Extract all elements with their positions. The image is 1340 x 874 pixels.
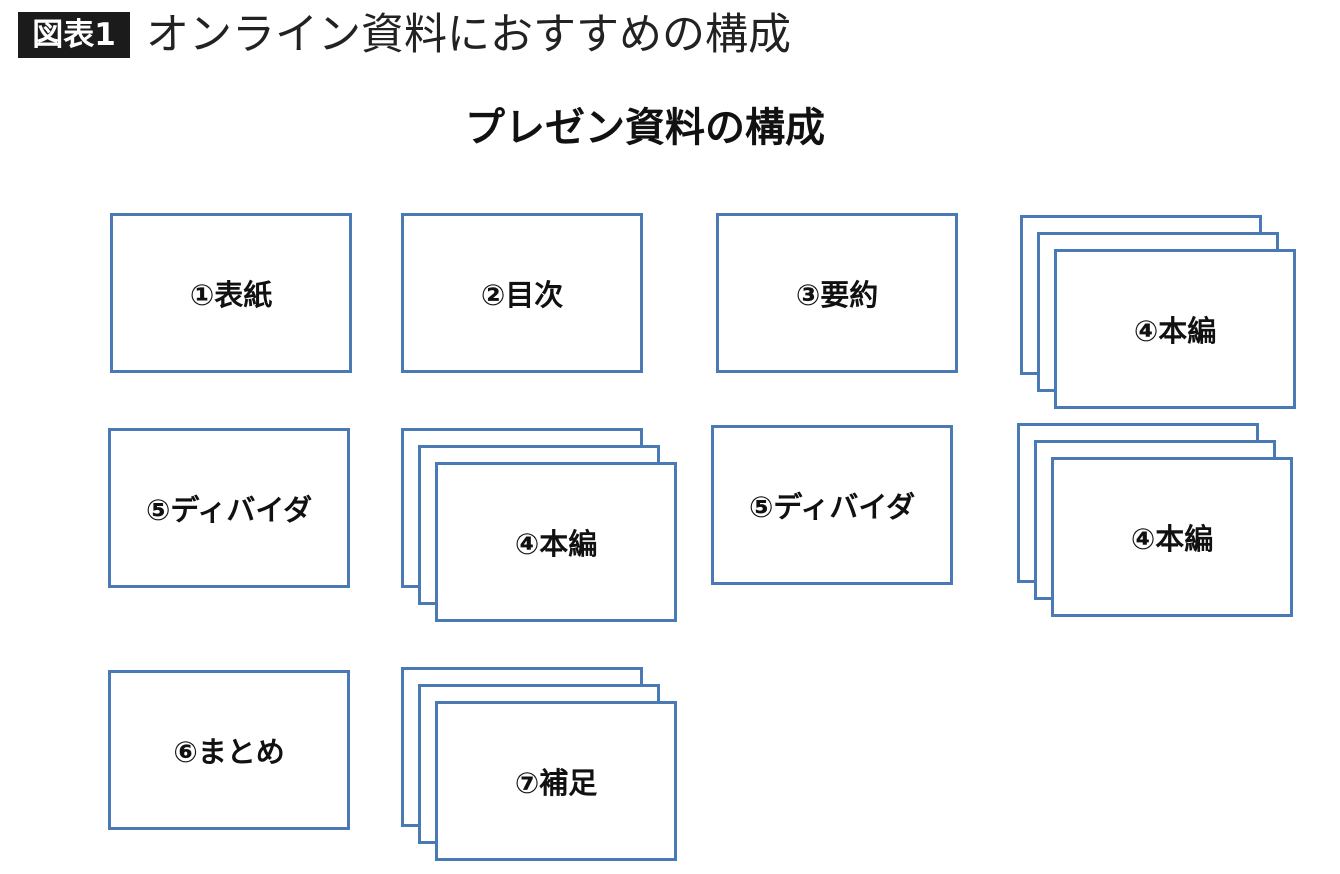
diagram-title: プレゼン資料の構成	[465, 105, 825, 151]
slide-card	[108, 428, 350, 588]
stacked-slide-card	[435, 462, 677, 622]
slide-card	[711, 425, 953, 585]
slide-card	[716, 213, 958, 373]
slide-label: ④本編	[1133, 314, 1217, 348]
slide-card	[401, 213, 643, 373]
figure-number-badge: 図表1	[18, 12, 130, 58]
stacked-slide-card	[1051, 457, 1293, 617]
slide-label: ④本編	[514, 527, 598, 561]
slide-label: ⑤ディバイダ	[748, 490, 916, 524]
slide-label: ⑥まとめ	[173, 735, 285, 769]
slide-label: ⑦補足	[514, 766, 598, 800]
slide-label: ⑤ディバイダ	[145, 493, 313, 527]
stacked-slide-card	[435, 701, 677, 861]
figure-title: オンライン資料におすすめの構成	[146, 10, 791, 60]
slide-label: ②目次	[480, 278, 564, 312]
stacked-slide-card	[1054, 249, 1296, 409]
slide-card	[108, 670, 350, 830]
slide-card	[110, 213, 352, 373]
slide-label: ④本編	[1130, 522, 1214, 556]
slide-label: ③要約	[795, 278, 879, 312]
slide-label: ①表紙	[189, 278, 273, 312]
